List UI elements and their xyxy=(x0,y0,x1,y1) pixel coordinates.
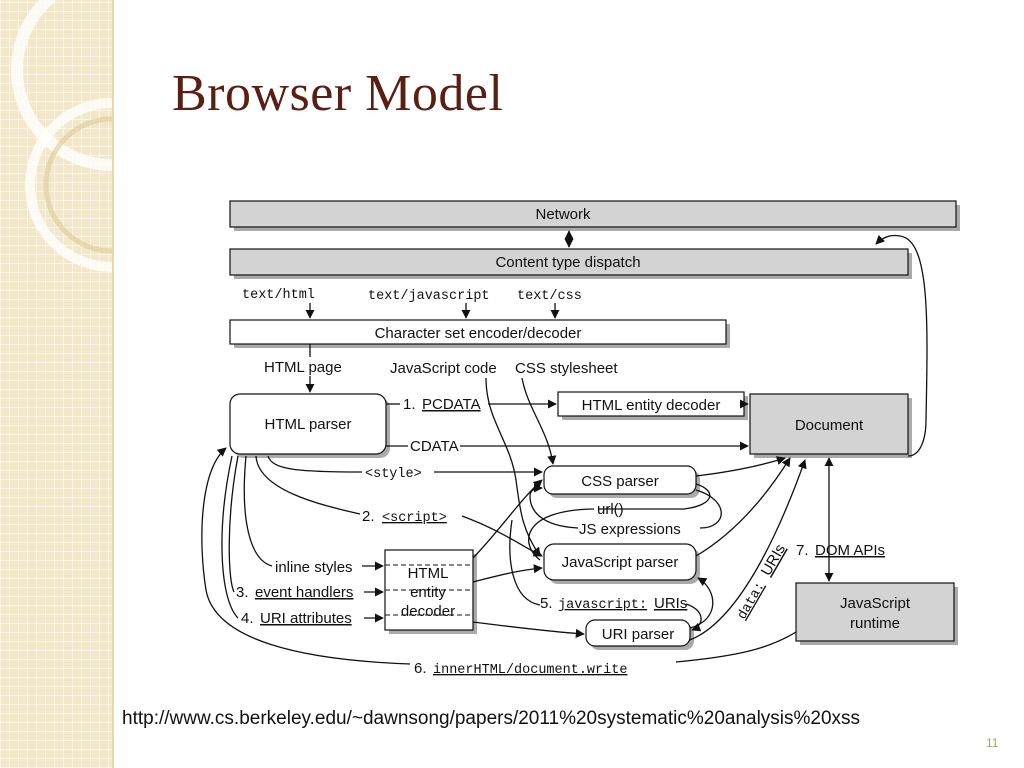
arrow-css-document xyxy=(695,456,786,477)
small-decoder-line2: entity xyxy=(410,584,446,601)
small-html-entity-decoder-box: HTML entity decoder xyxy=(384,549,477,634)
charset-coder-label: Character set encoder/decoder xyxy=(375,325,582,342)
label-data-uris: data: URIs xyxy=(735,541,789,623)
label-dom-apis: DOM APIs xyxy=(815,542,885,559)
line-javascript-uris xyxy=(509,519,541,606)
html-parser-label: HTML parser xyxy=(265,416,352,433)
arrow-js-document xyxy=(695,457,791,557)
charset-coder-box: Character set encoder/decoder xyxy=(229,319,730,348)
small-decoder-line3: decoder xyxy=(401,603,455,620)
label-dom-apis-num: 7. xyxy=(796,542,809,559)
network-label: Network xyxy=(535,206,591,223)
document-label: Document xyxy=(795,417,864,434)
page-number: 11 xyxy=(986,736,999,750)
label-text-css: text/css xyxy=(517,289,582,304)
label-script-tag: <script> xyxy=(382,511,447,526)
label-inner-html: innerHTML/document.write xyxy=(433,663,627,678)
uri-parser-label: URI parser xyxy=(602,626,675,643)
label-javascript-uris-num: 5. xyxy=(540,595,553,612)
label-uri-attributes-num: 4. xyxy=(241,610,254,627)
line-uri-attributes-start xyxy=(221,455,239,619)
label-event-handlers: event handlers xyxy=(255,584,353,601)
line-js-expressions xyxy=(695,489,722,529)
label-javascript-uris-text: URIs xyxy=(654,595,687,612)
label-event-handlers-num: 3. xyxy=(236,584,249,601)
label-pcdata-num: 1. xyxy=(403,396,416,413)
arrow-javascript-uris xyxy=(685,603,702,632)
javascript-runtime-line2: runtime xyxy=(850,615,900,632)
label-javascript-code: JavaScript code xyxy=(390,360,497,377)
arrow-inner-html xyxy=(201,447,411,665)
label-uri-attributes: URI attributes xyxy=(260,610,352,627)
label-text-javascript: text/javascript xyxy=(368,289,490,304)
network-box: Network xyxy=(229,200,960,231)
javascript-parser-label: JavaScript parser xyxy=(562,554,679,571)
label-css-stylesheet: CSS stylesheet xyxy=(515,360,618,377)
document-box: Document xyxy=(749,393,912,458)
arrow-data-uris xyxy=(689,459,807,641)
label-cdata: CDATA xyxy=(410,438,459,455)
label-data-uris-code: data: xyxy=(735,580,768,623)
html-entity-decoder-label: HTML entity decoder xyxy=(582,397,721,414)
css-parser-label: CSS parser xyxy=(581,473,659,490)
arrow-script xyxy=(461,515,543,557)
javascript-parser-box: JavaScript parser xyxy=(543,543,700,584)
label-text-html: text/html xyxy=(242,288,315,303)
uri-parser-box: URI parser xyxy=(585,619,694,650)
label-script-num: 2. xyxy=(362,508,375,525)
decorative-sidebar xyxy=(0,0,114,768)
line-script-start xyxy=(255,455,361,515)
arrow-uri-js xyxy=(689,577,714,629)
small-decoder-line1: HTML xyxy=(408,565,449,582)
label-html-page: HTML page xyxy=(264,359,342,376)
decorative-circles xyxy=(11,0,112,272)
label-javascript-uris-code: javascript: xyxy=(558,598,647,613)
line-event-handlers-start xyxy=(228,455,239,593)
line-inner-html-start xyxy=(675,631,797,663)
html-entity-decoder-box: HTML entity decoder xyxy=(557,391,748,420)
arrow-decoder-css xyxy=(472,479,543,559)
javascript-runtime-box: JavaScript runtime xyxy=(795,582,958,645)
javascript-runtime-line1: JavaScript xyxy=(840,595,911,612)
diagram-connectors xyxy=(201,230,928,665)
line-style-start xyxy=(267,455,363,473)
arrow-decoder-js xyxy=(472,564,543,583)
content-type-dispatch-box: Content type dispatch xyxy=(229,248,912,279)
line-inline-styles-start xyxy=(243,455,273,567)
arrow-javascript-code xyxy=(485,377,541,557)
css-parser-box: CSS parser xyxy=(543,465,700,498)
line-url-to-js xyxy=(528,508,595,561)
line-url-fn xyxy=(598,483,711,510)
arrow-css-stylesheet xyxy=(521,377,557,465)
source-url: http://www.cs.berkeley.edu/~dawnsong/pap… xyxy=(122,708,861,729)
content-type-dispatch-label: Content type dispatch xyxy=(495,254,640,271)
label-style-tag: <style> xyxy=(365,467,422,482)
slide-title: Browser Model xyxy=(172,65,504,122)
label-js-expressions: JS expressions xyxy=(579,521,681,538)
label-inner-html-num: 6. xyxy=(414,660,427,677)
label-pcdata: PCDATA xyxy=(422,396,481,413)
html-parser-box: HTML parser xyxy=(229,393,390,458)
label-inline-styles: inline styles xyxy=(275,559,353,576)
arrow-decoder-uri xyxy=(472,621,585,638)
arrow-document-network xyxy=(875,234,928,457)
